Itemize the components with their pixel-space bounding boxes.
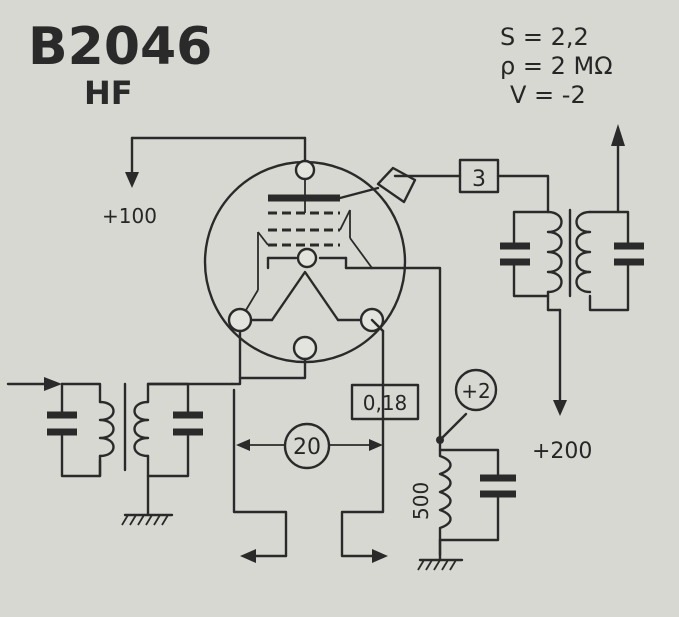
arrow-down-icon (125, 172, 139, 188)
cathode-circuit (370, 266, 516, 571)
heater-voltage-circle: 20 (283, 422, 331, 470)
svg-text:3: 3 (472, 167, 486, 192)
spec-resistance: ρ = 2 MΩ (500, 52, 613, 80)
heater-current-box: 0,18 (350, 383, 420, 421)
tube-name: B2046 (28, 17, 212, 77)
arrow-down-icon (553, 400, 567, 416)
plate-output-wire (496, 174, 550, 214)
suppressor-link (349, 237, 373, 269)
input-transformer (6, 377, 234, 526)
arrow-right-icon (372, 549, 388, 563)
svg-text:0,18: 0,18 (363, 391, 408, 415)
plate-cap (376, 166, 462, 204)
tube-electrodes (238, 179, 380, 322)
svg-text:20: 20 (293, 435, 321, 460)
output-transformer (500, 124, 644, 416)
tube-type: HF (84, 74, 133, 112)
arrow-right-icon (44, 377, 62, 391)
grid-wire (230, 329, 242, 386)
heater-wire (238, 357, 307, 380)
cathode-resistor-label: 500 (409, 482, 433, 520)
screen-grid-lead (125, 136, 316, 188)
svg-text:+2: +2 (461, 379, 490, 403)
arrow-up-icon (611, 124, 625, 146)
cathode-voltage-circle: +2 (454, 368, 498, 412)
spec-grid-voltage: V = -2 (510, 81, 586, 109)
plate-voltage-label: +200 (532, 439, 592, 464)
spec-slope: S = 2,2 (500, 23, 589, 51)
plate-pin-box: 3 (458, 158, 500, 194)
screen-voltage-label: +100 (102, 204, 157, 228)
heater-supply (232, 318, 388, 563)
arrow-left-icon (240, 549, 256, 563)
tube-base-pins (227, 307, 385, 361)
